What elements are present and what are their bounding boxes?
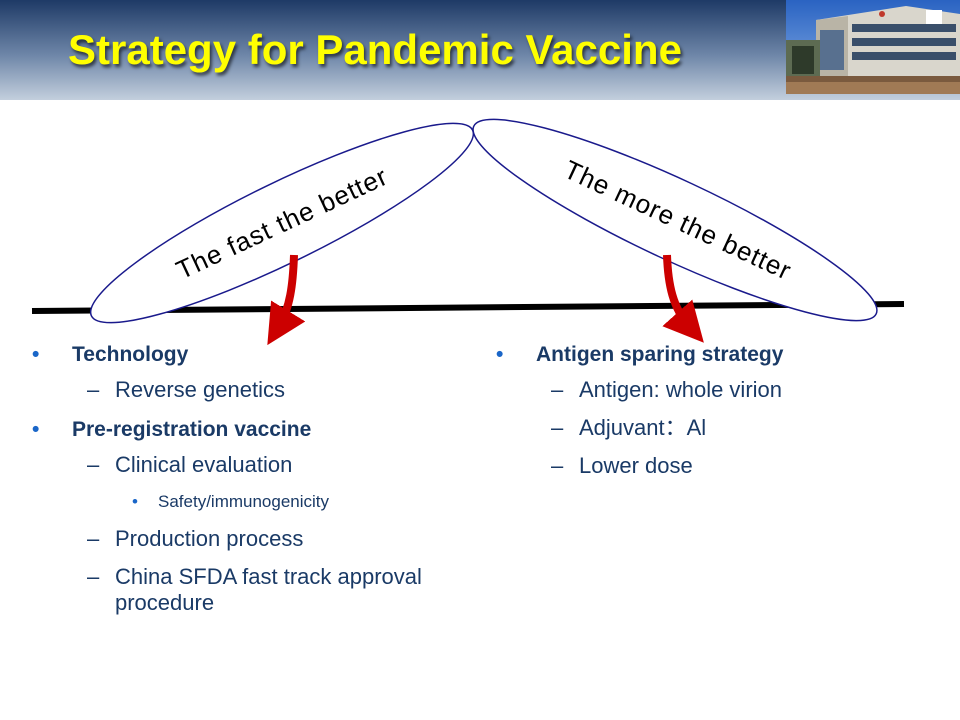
list-item: – Adjuvant：Al xyxy=(551,415,707,440)
list-item: • Antigen sparing strategy xyxy=(496,340,936,370)
dash-marker: – xyxy=(551,415,564,440)
dash-marker: – xyxy=(551,377,564,402)
dash-marker: – xyxy=(87,452,100,477)
dash-marker: – xyxy=(87,564,100,589)
list-item: • Technology xyxy=(32,340,502,370)
bullet-dot: • xyxy=(32,343,40,366)
left-arrow xyxy=(267,254,306,346)
dash-marker: – xyxy=(87,526,100,551)
list-item: • Safety/immunogenicity xyxy=(32,490,502,514)
list-item: – Lower dose xyxy=(551,453,693,478)
building-photo xyxy=(786,0,960,94)
right-arrow xyxy=(662,254,704,343)
list-item: – Antigen: whole virion xyxy=(551,377,783,402)
right-bullet-list: • Antigen sparing strategy – Antigen: wh… xyxy=(496,340,936,491)
header-bar: Strategy for Pandemic Vaccine xyxy=(0,0,960,100)
list-item: – Clinical evaluation xyxy=(87,452,293,477)
left-bullet-list: • Technology – Reverse genetics • Pre-re… xyxy=(32,340,502,628)
list-item: • Pre-registration vaccine xyxy=(32,415,502,445)
dash-marker: – xyxy=(551,453,564,478)
slide-title: Strategy for Pandemic Vaccine xyxy=(68,26,682,73)
balance-diagram: The fast the better The more the better xyxy=(31,118,905,346)
right-ellipse xyxy=(472,118,878,322)
dash-marker: – xyxy=(87,377,100,402)
baseline-bar xyxy=(31,301,905,314)
list-item: – Reverse genetics xyxy=(87,377,285,402)
list-item: – China SFDA fast track approval procedu… xyxy=(87,564,422,615)
bullet-dot: • xyxy=(496,343,504,366)
bullet-dot: • xyxy=(32,418,40,441)
bullet-dot: • xyxy=(132,492,138,511)
list-item: – Production process xyxy=(87,526,304,551)
